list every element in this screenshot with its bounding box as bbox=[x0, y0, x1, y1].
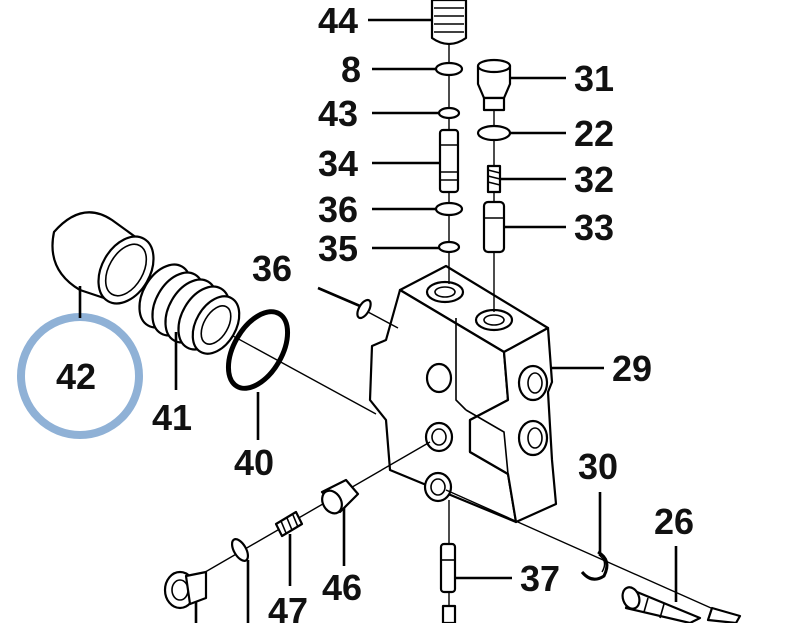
part-34-spool bbox=[438, 128, 460, 194]
label-37: 37 bbox=[520, 558, 560, 599]
label-22: 22 bbox=[574, 113, 614, 154]
part-42-cap bbox=[51, 211, 155, 305]
label-46: 46 bbox=[322, 567, 362, 608]
part-37-pin bbox=[439, 542, 457, 623]
label-26: 26 bbox=[654, 501, 694, 542]
axis-lower-right bbox=[445, 489, 721, 613]
axis-lower-left bbox=[187, 441, 431, 583]
part-31-cap bbox=[476, 58, 512, 112]
lower-left-o-ring bbox=[230, 538, 250, 562]
part-32-spring bbox=[486, 164, 502, 194]
part-22-o-ring bbox=[476, 124, 512, 142]
part-26-shaft bbox=[621, 586, 742, 623]
label-47: 47 bbox=[268, 590, 308, 623]
label-36-upper: 36 bbox=[318, 189, 358, 230]
part-8-o-ring bbox=[434, 61, 464, 77]
label-44: 44 bbox=[318, 0, 358, 41]
part-41-spring bbox=[138, 263, 241, 355]
part-44-plug bbox=[430, 0, 468, 46]
label-33: 33 bbox=[574, 207, 614, 248]
label-40: 40 bbox=[234, 442, 274, 483]
part-46-plug bbox=[320, 478, 360, 515]
label-31: 31 bbox=[574, 58, 614, 99]
part-47-spring bbox=[274, 510, 304, 538]
label-34: 34 bbox=[318, 143, 358, 184]
part-36b-ring bbox=[356, 298, 372, 320]
part-35-washer bbox=[437, 240, 461, 254]
valve-body-29 bbox=[368, 264, 558, 524]
label-36-lower: 36 bbox=[252, 248, 292, 289]
part-43-washer bbox=[437, 106, 461, 120]
part-36-ring bbox=[434, 201, 464, 217]
label-42: 42 bbox=[56, 356, 96, 397]
label-41: 41 bbox=[152, 397, 192, 438]
lower-left-plug bbox=[163, 570, 208, 610]
part-30-snap-ring bbox=[580, 550, 609, 581]
label-35: 35 bbox=[318, 228, 358, 269]
label-32: 32 bbox=[574, 159, 614, 200]
leader-lines bbox=[78, 18, 678, 623]
label-43: 43 bbox=[318, 93, 358, 134]
label-30: 30 bbox=[578, 446, 618, 487]
part-40-o-ring bbox=[225, 309, 291, 391]
label-8: 8 bbox=[341, 49, 361, 90]
part-33-poppet bbox=[482, 200, 506, 254]
label-29: 29 bbox=[612, 348, 652, 389]
